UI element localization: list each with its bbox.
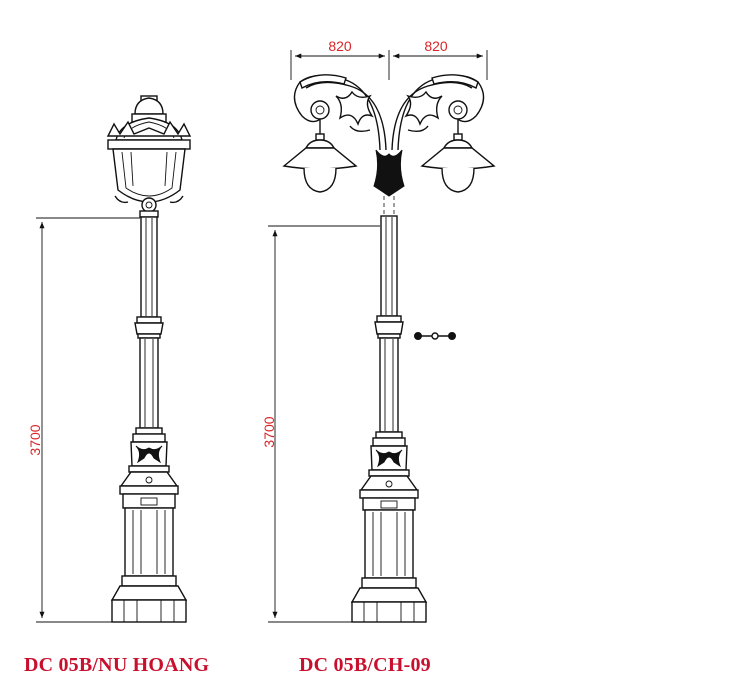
right-model-caption: DC 05B/CH-09 <box>299 654 431 676</box>
arm-left-label: 820 <box>328 38 352 54</box>
left-hanging-lamp <box>282 120 358 193</box>
right-collar <box>368 431 410 477</box>
right-lamp-post: 820 820 3700 <box>261 38 496 623</box>
left-height-label: 3700 <box>27 424 43 455</box>
left-lantern <box>106 95 192 218</box>
right-hanging-lamp <box>420 120 496 193</box>
right-height-dimension: 3700 <box>261 225 380 623</box>
left-shaft <box>134 216 164 429</box>
left-height-dimension: 3700 <box>27 217 140 623</box>
left-lamp-post: 3700 <box>27 95 192 623</box>
right-height-label: 3700 <box>261 416 277 447</box>
arm-span-dimension: 820 820 <box>290 38 488 80</box>
left-collar <box>128 427 170 473</box>
right-shaft <box>374 215 404 433</box>
scroll-arms <box>293 74 485 216</box>
arm-right-label: 820 <box>424 38 448 54</box>
left-base <box>110 471 188 623</box>
right-base <box>350 475 428 623</box>
connector-symbol <box>414 332 456 340</box>
left-model-caption: DC 05B/NU HOANG <box>24 654 210 676</box>
